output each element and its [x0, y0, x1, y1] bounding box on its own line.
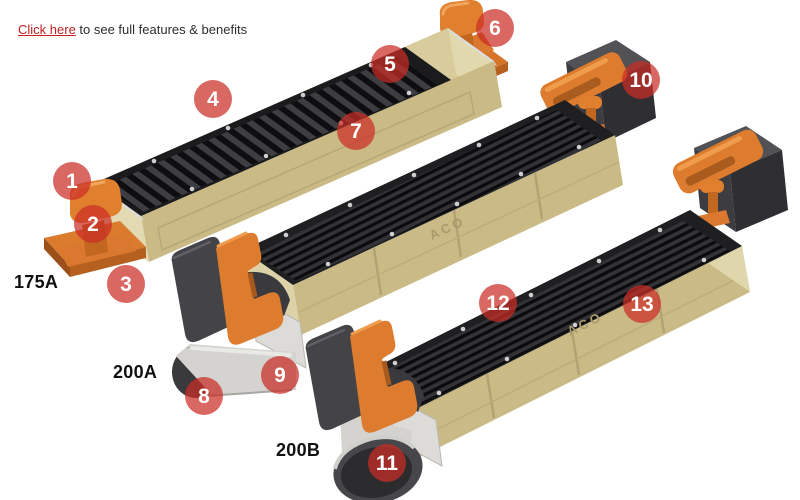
product-label-200b: 200B: [276, 440, 321, 460]
features-benefits-link: Click here to see full features & benefi…: [18, 22, 247, 37]
callout-marker-11[interactable]: 11: [368, 444, 406, 482]
callout-marker-1[interactable]: 1: [53, 162, 91, 200]
callout-marker-9[interactable]: 9: [261, 356, 299, 394]
channel-200b: ACO: [305, 126, 788, 500]
rail-end-block-right-200b: [672, 126, 788, 232]
channel-200a: ACO: [171, 40, 656, 398]
link-rest-text: to see full features & benefits: [75, 22, 248, 37]
grate-200a: [243, 100, 615, 285]
rail-block-left-200b: [305, 319, 418, 433]
callout-marker-2[interactable]: 2: [74, 205, 112, 243]
rail-block-left-200a: [171, 231, 284, 345]
product-label-200a: 200A: [113, 362, 158, 382]
callout-marker-3[interactable]: 3: [107, 265, 145, 303]
callout-marker-8[interactable]: 8: [185, 377, 223, 415]
callout-marker-4[interactable]: 4: [194, 80, 232, 118]
callout-marker-6[interactable]: 6: [476, 9, 514, 47]
callout-marker-10[interactable]: 10: [622, 61, 660, 99]
grate-200b: [350, 210, 742, 416]
click-here-link[interactable]: Click here: [18, 22, 76, 37]
product-label-175a: 175A: [14, 272, 59, 292]
callout-marker-13[interactable]: 13: [623, 285, 661, 323]
callout-marker-5[interactable]: 5: [371, 45, 409, 83]
grate-175a: [95, 47, 451, 216]
callout-marker-12[interactable]: 12: [479, 284, 517, 322]
callout-marker-7[interactable]: 7: [337, 112, 375, 150]
